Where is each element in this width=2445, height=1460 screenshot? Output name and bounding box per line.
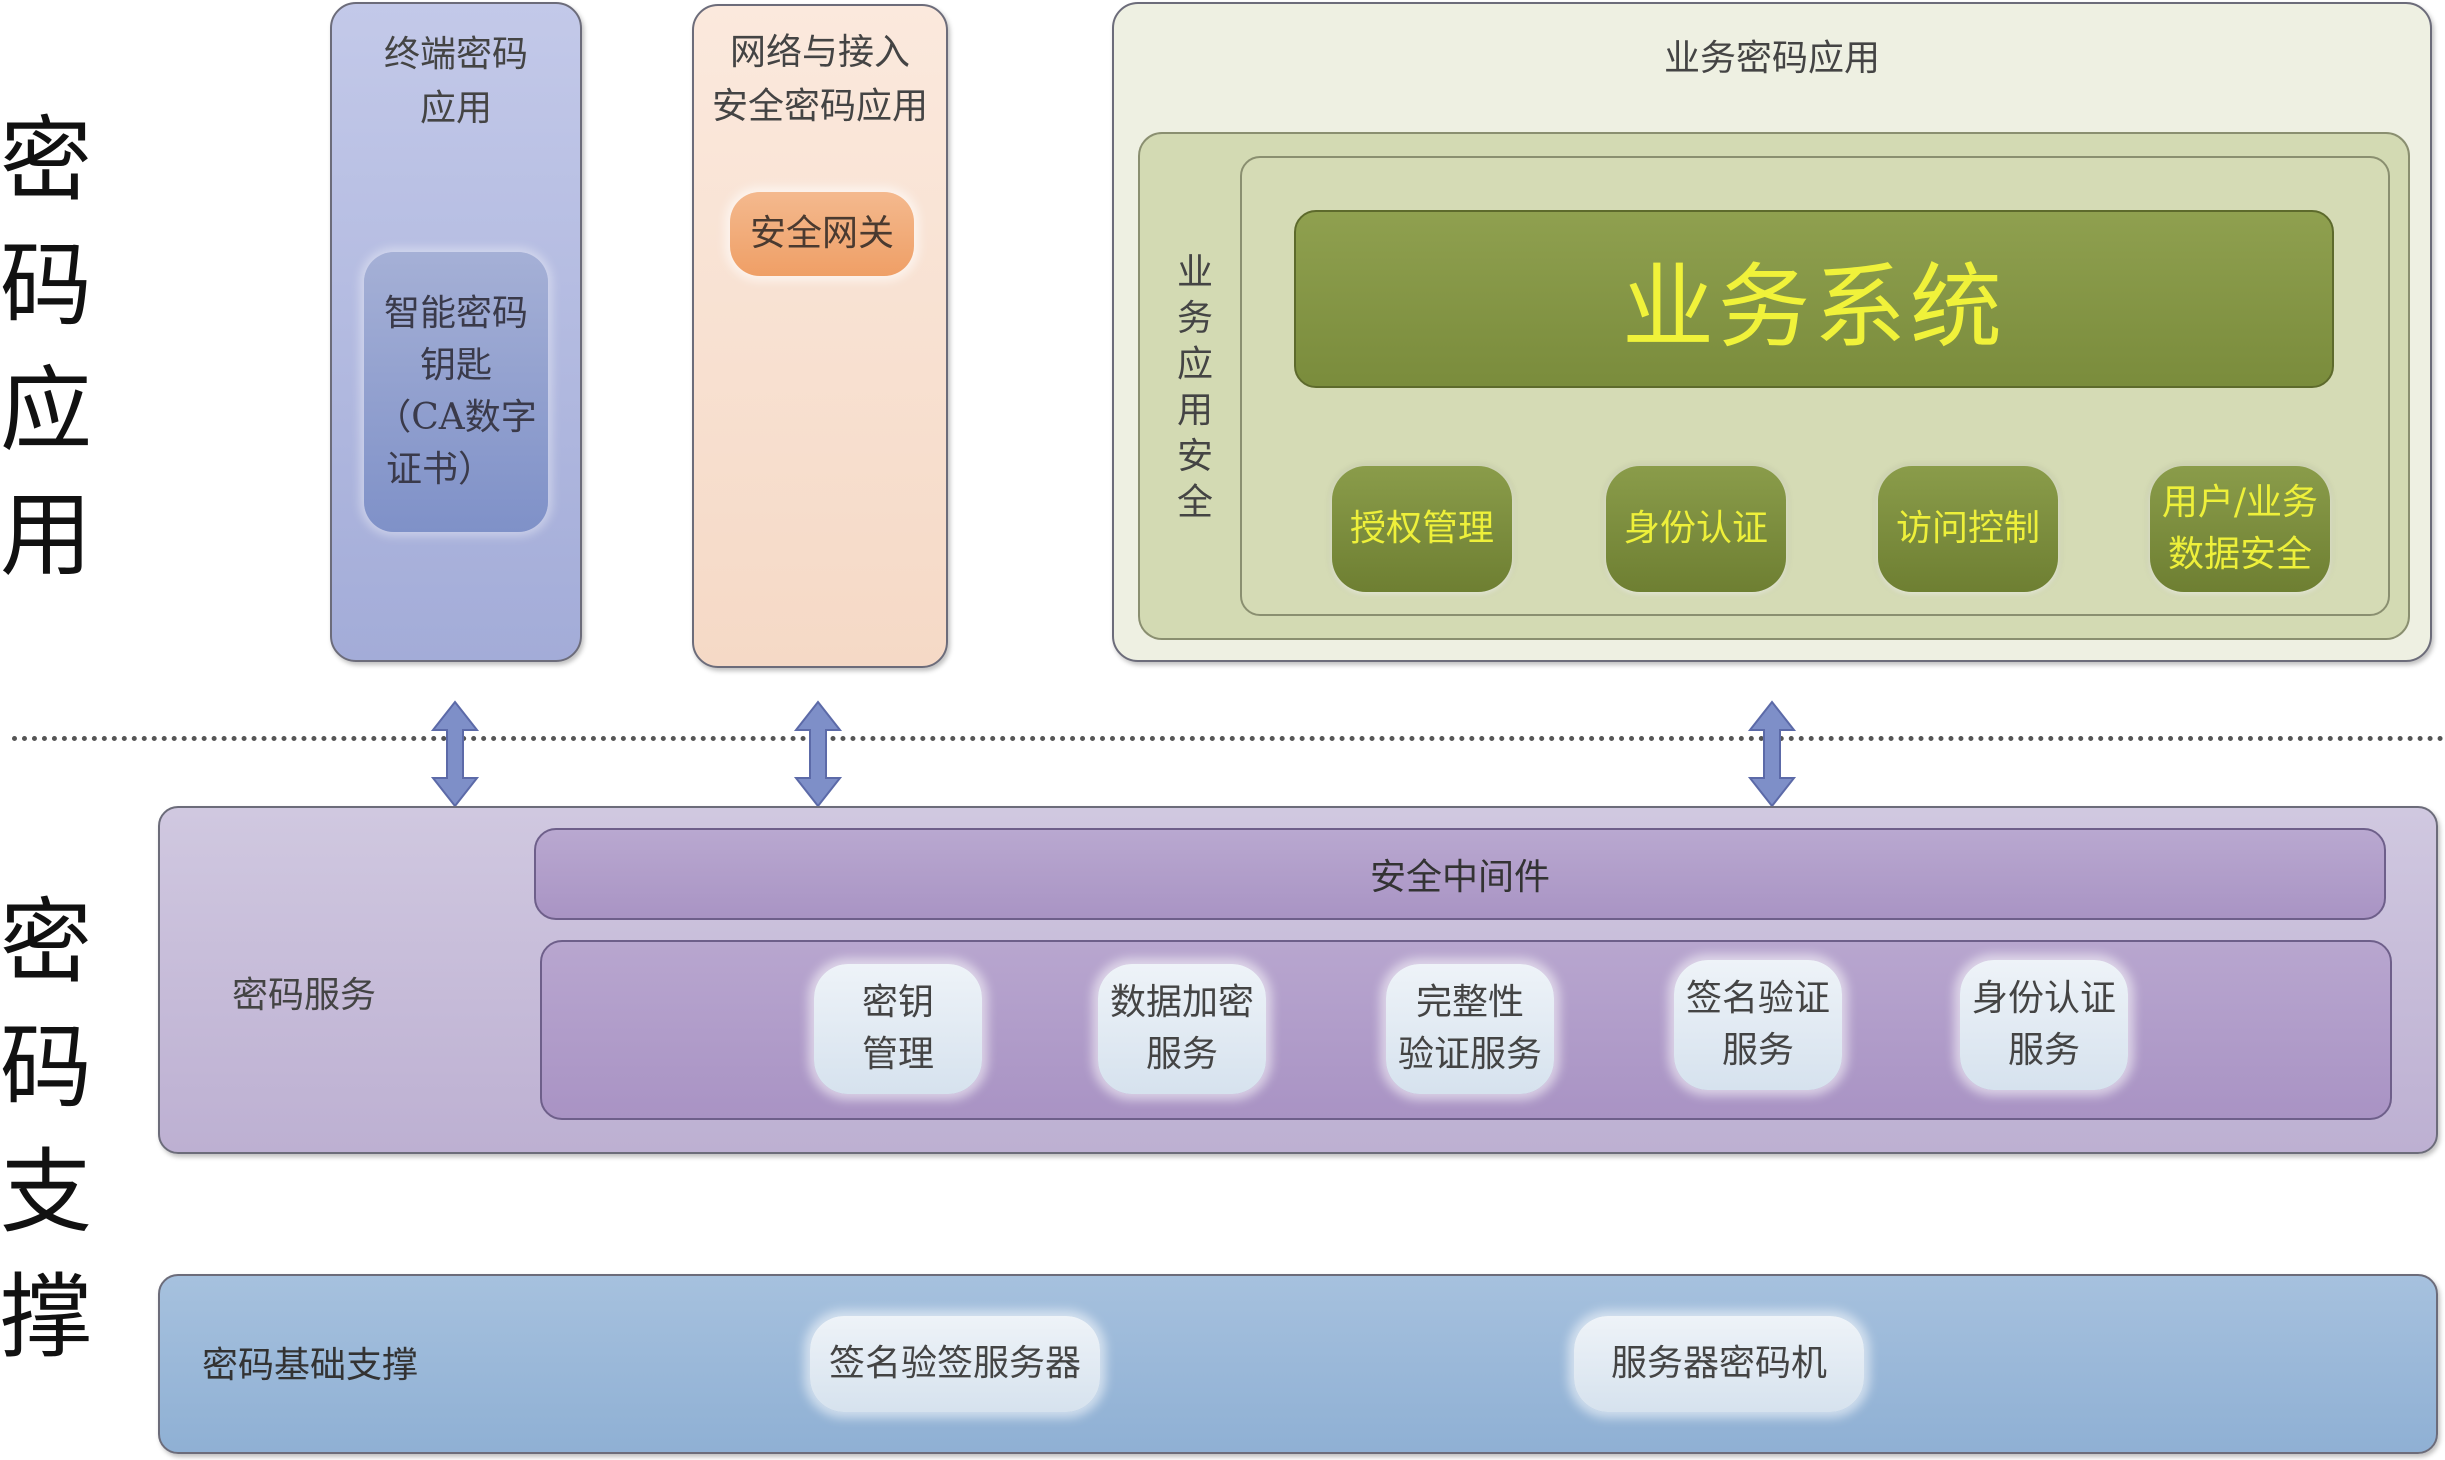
crypto-base-layer: 密码基础支撑 签名验签服务器 服务器密码机 (158, 1274, 2438, 1454)
layer-title-support: 密 码 支 撑 (0, 880, 93, 1380)
crypto-service-label: 密码服务 (232, 966, 376, 1018)
label-text: 密码基础支撑 (202, 1345, 419, 1386)
module-label: 数据安全 (2167, 534, 2312, 575)
title-text: 业务密码应用 (1663, 38, 1880, 79)
crypto-services-container: 密钥 管理 数据加密 服务 完整性 验证服务 签名验证 服务 身份认证 服务 (540, 940, 2392, 1120)
business-system-box: 业务系统 (1294, 210, 2334, 388)
title-char: 用 (0, 482, 93, 589)
base-item-label: 签名验签服务器 (828, 1343, 1081, 1384)
label-text: 密码服务 (232, 975, 377, 1016)
business-app-column: 业务密码应用 业 务 应 用 安 全 业务系统 授权管理 身份认证 访问控制 用 (1112, 2, 2432, 662)
title-char: 撑 (0, 1264, 93, 1371)
item-line: 钥匙 (419, 345, 492, 386)
label-char: 安 (1176, 436, 1213, 477)
label-char: 全 (1176, 482, 1213, 523)
business-security-label: 业 务 应 用 安 全 (1170, 250, 1220, 526)
title-char: 支 (0, 1139, 93, 1246)
title-char: 密 (0, 107, 93, 214)
service-label: 签名验证 (1685, 978, 1830, 1019)
network-app-title: 网络与接入 安全密码应用 (694, 26, 946, 134)
business-system-title: 业务系统 (1621, 253, 2006, 361)
service-identity-auth: 身份认证 服务 (1960, 960, 2128, 1090)
service-label: 管理 (861, 1034, 934, 1075)
service-label: 服务 (1145, 1034, 1218, 1075)
label-char: 务 (1176, 298, 1213, 339)
module-identity: 身份认证 (1606, 466, 1786, 592)
middleware-label: 安全中间件 (1369, 857, 1550, 898)
title-char: 密 (0, 889, 93, 996)
module-label: 身份认证 (1623, 508, 1768, 549)
title-char: 码 (0, 232, 93, 339)
arrow-network-service-icon (793, 700, 843, 808)
business-security-frame: 业 务 应 用 安 全 业务系统 授权管理 身份认证 访问控制 用户/业务 数据… (1138, 132, 2410, 640)
crypto-service-layer: 密码服务 安全中间件 密钥 管理 数据加密 服务 完整性 验证服务 签名验证 服… (158, 806, 2438, 1154)
module-label: 访问控制 (1895, 508, 2040, 549)
service-key-management: 密钥 管理 (814, 964, 982, 1094)
item-line: 证书） (386, 449, 495, 490)
business-inner-frame: 业务系统 授权管理 身份认证 访问控制 用户/业务 数据安全 (1240, 156, 2390, 616)
title-line: 应用 (419, 88, 492, 129)
service-signature-verification: 签名验证 服务 (1674, 960, 1842, 1090)
terminal-app-title: 终端密码 应用 (332, 28, 580, 136)
signature-server-box: 签名验签服务器 (810, 1316, 1100, 1412)
service-label: 身份认证 (1971, 978, 2116, 1019)
layer-separator (12, 736, 2445, 741)
title-char: 码 (0, 1014, 93, 1121)
service-label: 密钥 (861, 982, 934, 1023)
security-middleware-bar: 安全中间件 (534, 828, 2386, 920)
terminal-app-column: 终端密码 应用 智能密码 钥匙 （CA数字 证书） (330, 2, 582, 662)
item-line: 智能密码 (383, 293, 528, 334)
module-access-control: 访问控制 (1878, 466, 2058, 592)
module-data-security: 用户/业务 数据安全 (2150, 466, 2330, 592)
business-app-title: 业务密码应用 (1114, 32, 2430, 86)
item-line: （CA数字 (375, 397, 537, 438)
service-label: 完整性 (1415, 982, 1524, 1023)
label-char: 业 (1176, 252, 1213, 293)
layer-title-application: 密 码 应 用 (0, 98, 93, 598)
network-app-column: 网络与接入 安全密码应用 安全网关 (692, 4, 948, 668)
service-label: 服务 (2007, 1030, 2080, 1071)
title-line: 安全密码应用 (711, 86, 928, 127)
arrow-business-service-icon (1747, 700, 1797, 808)
crypto-base-label: 密码基础支撑 (202, 1336, 418, 1388)
label-char: 用 (1176, 390, 1213, 431)
service-label: 服务 (1721, 1030, 1794, 1071)
title-char: 应 (0, 357, 93, 464)
arrow-terminal-service-icon (430, 700, 480, 808)
security-gateway-box: 安全网关 (730, 192, 914, 276)
module-label: 授权管理 (1349, 508, 1494, 549)
gateway-label: 安全网关 (749, 213, 894, 254)
title-line: 网络与接入 (729, 32, 910, 73)
title-line: 终端密码 (383, 34, 528, 75)
label-char: 应 (1176, 344, 1213, 385)
service-label: 验证服务 (1397, 1034, 1542, 1075)
module-authorization: 授权管理 (1332, 466, 1512, 592)
service-data-encryption: 数据加密 服务 (1098, 964, 1266, 1094)
service-label: 数据加密 (1109, 982, 1254, 1023)
server-crypto-machine-box: 服务器密码机 (1574, 1316, 1864, 1412)
smart-key-box: 智能密码 钥匙 （CA数字 证书） (364, 252, 548, 532)
base-item-label: 服务器密码机 (1610, 1343, 1827, 1384)
service-integrity: 完整性 验证服务 (1386, 964, 1554, 1094)
module-label: 用户/业务 (2161, 482, 2319, 523)
